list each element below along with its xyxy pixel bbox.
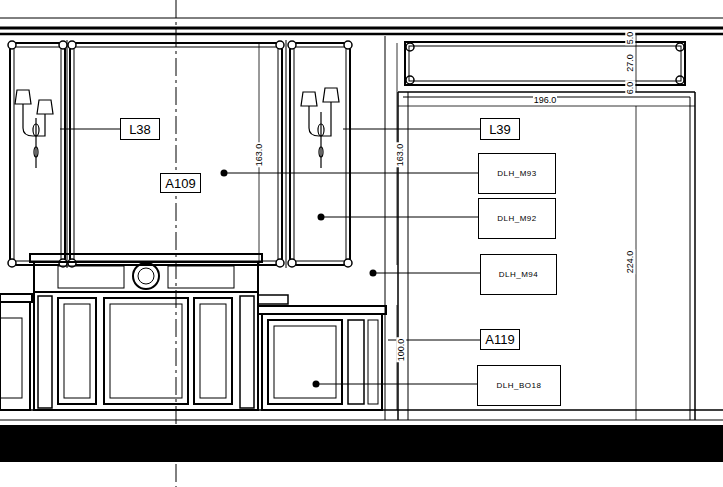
dimension-text: 5.0 — [625, 31, 635, 46]
tag-text: DLH_BO18 — [497, 381, 542, 390]
tag-text: A109 — [165, 176, 195, 191]
tag-box: DLH_M92 — [478, 198, 556, 239]
dimension-text: 100.0 — [396, 338, 406, 363]
tag-text: A119 — [485, 332, 514, 347]
tag-box: L38 — [120, 118, 160, 140]
tag-text: L39 — [489, 122, 511, 137]
tag-text: DLH_M93 — [497, 169, 537, 178]
tag-box: L39 — [480, 118, 520, 140]
dimension-text: 163.0 — [254, 143, 264, 168]
dimension-text: 224.0 — [625, 250, 635, 275]
dimension-text: 163.0 — [395, 143, 405, 168]
tag-text: DLH_M92 — [497, 214, 537, 223]
dimension-text: 196.0 — [533, 95, 558, 105]
dimension-text: 6.0 — [625, 81, 635, 96]
dimension-text: 27.0 — [625, 53, 635, 73]
tag-box: DLH_M93 — [478, 153, 556, 194]
tag-box: DLH_BO18 — [477, 365, 561, 406]
tag-text: DLH_M94 — [499, 270, 539, 279]
tag-box: A119 — [480, 329, 520, 350]
tag-text: L38 — [129, 122, 151, 137]
tag-box: A109 — [160, 173, 201, 193]
tag-box: DLH_M94 — [480, 254, 557, 295]
